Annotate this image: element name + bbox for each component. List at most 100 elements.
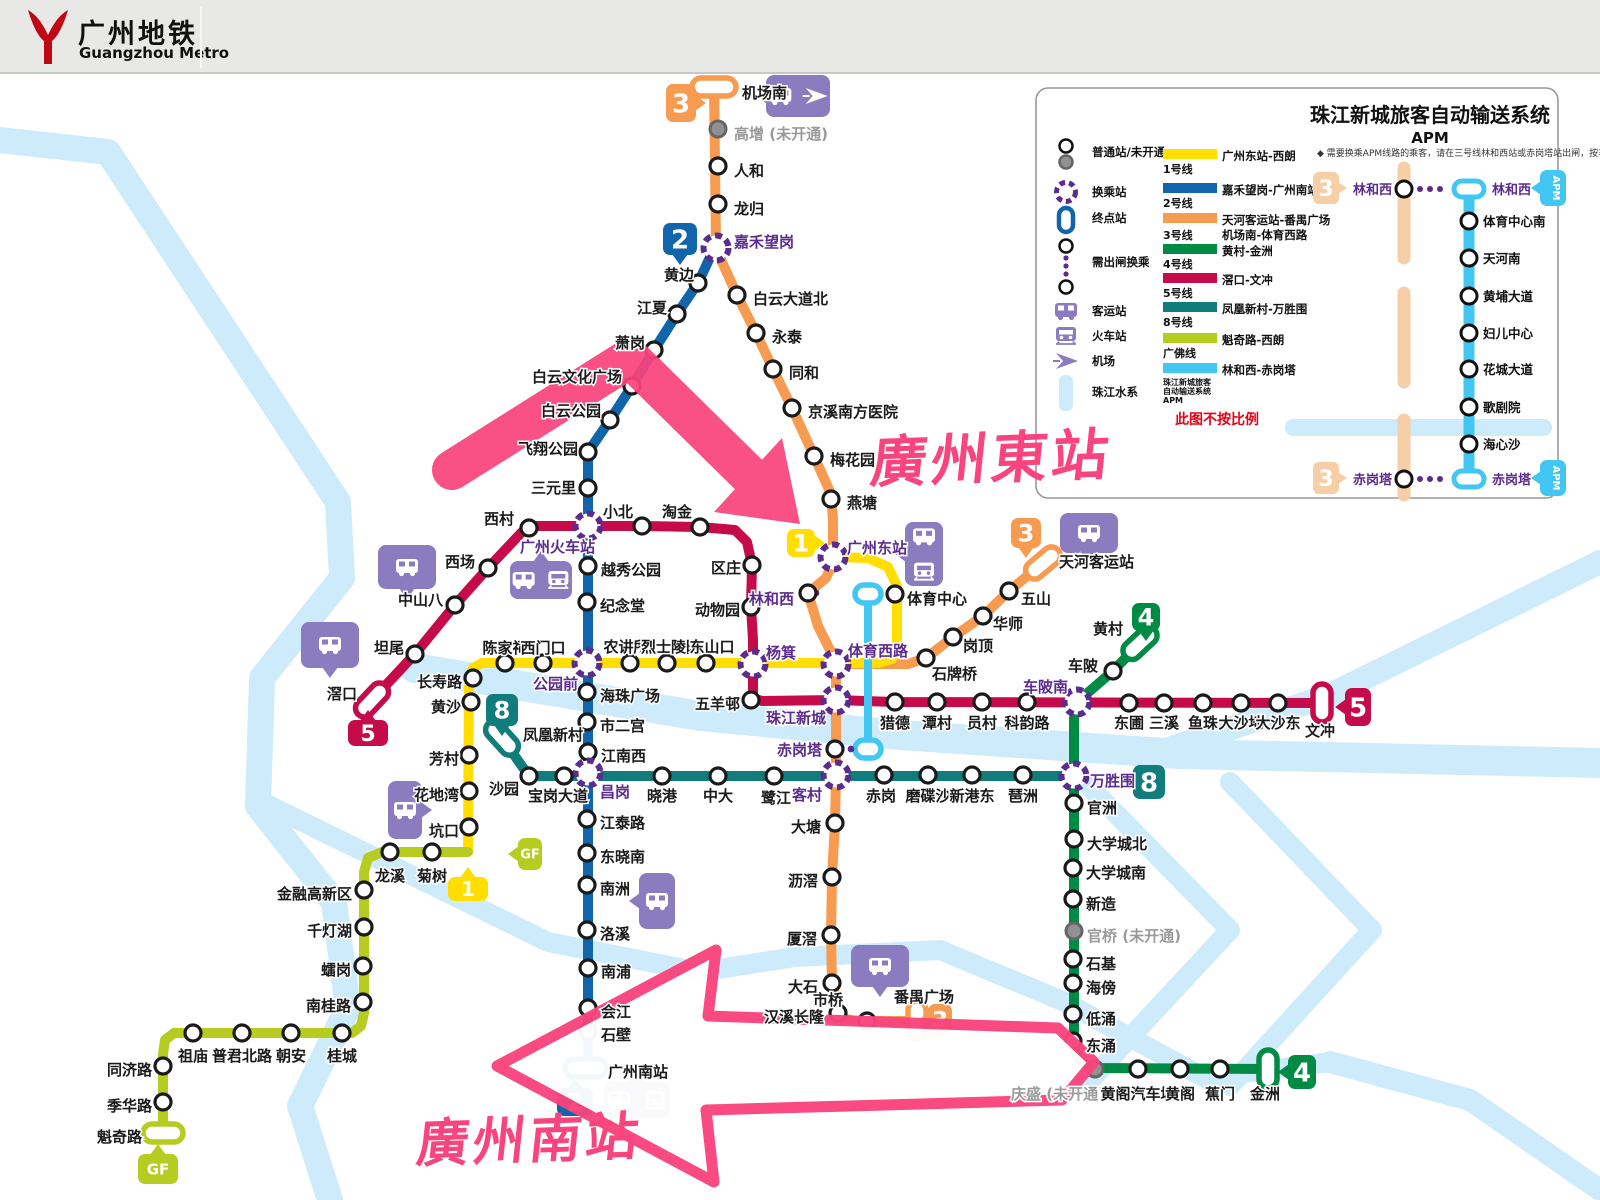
legend-text: 自动输送系统 xyxy=(1163,386,1211,396)
station-dot xyxy=(533,653,553,673)
station-dot xyxy=(463,668,483,688)
station-label: 林和西 xyxy=(749,590,794,608)
station-label: 京溪南方医院 xyxy=(808,403,898,421)
station-label: 蕉门 xyxy=(1205,1085,1235,1103)
legend-text: 妇儿中心 xyxy=(1482,326,1534,341)
transfer-station-dot xyxy=(572,510,604,542)
station-label: 西场 xyxy=(445,553,475,571)
station-dot xyxy=(380,842,400,862)
station-label: 石牌桥 xyxy=(931,665,978,683)
station-dot xyxy=(667,304,687,324)
station-label: 猎德 xyxy=(880,714,910,732)
station-label: 芳村 xyxy=(429,750,459,768)
station-label: 番禺广场 xyxy=(893,988,954,1006)
station-label: 三溪 xyxy=(1149,714,1180,732)
legend-text: 终点站 xyxy=(1092,211,1127,225)
station-dot xyxy=(1063,949,1083,969)
legend-text: 广佛线 xyxy=(1163,346,1196,360)
station-label: 大沙地 xyxy=(1218,714,1263,732)
station-dot xyxy=(927,692,947,712)
station-label: 海珠广场 xyxy=(600,687,660,705)
station-dot xyxy=(696,653,716,673)
station-dot xyxy=(1128,1059,1148,1079)
station-label: 同济路 xyxy=(107,1061,153,1079)
station-dot xyxy=(332,1023,352,1043)
station-dot xyxy=(688,273,708,293)
transfer-station-dot xyxy=(817,541,849,573)
line-number-badge-5: 5 xyxy=(348,710,388,747)
station-label: 南洲 xyxy=(600,880,630,898)
annotation-arrow-south xyxy=(491,944,1100,1188)
station-dot xyxy=(999,581,1019,601)
station-dot xyxy=(690,517,710,537)
transfer-station-dot xyxy=(1058,760,1090,792)
station-label: 中山八 xyxy=(398,591,444,609)
unopened-station-dot xyxy=(708,119,728,139)
line-number-badge-GF: GF xyxy=(508,838,542,870)
station-label: 桂城 xyxy=(326,1047,357,1065)
station-label: 机场南 xyxy=(742,84,787,102)
river xyxy=(400,653,1600,778)
line-gf xyxy=(158,847,473,1138)
station-label: 晓港 xyxy=(647,787,678,805)
line-number-badge-1: 1 xyxy=(448,867,488,901)
station-label: 厦滘 xyxy=(787,930,817,948)
station-dot xyxy=(578,442,598,462)
legend-text: 赤岗塔 xyxy=(1492,472,1532,488)
station-label: 燕塘 xyxy=(847,494,877,512)
station-label: 梅花园 xyxy=(830,451,875,469)
legend-text: 2号线 xyxy=(1163,196,1193,210)
station-dot xyxy=(962,765,982,785)
facility-badge-bus-train xyxy=(510,551,572,599)
station-dot xyxy=(578,478,598,498)
facility-badge-bus xyxy=(851,945,909,997)
legend-text: 机场 xyxy=(1092,354,1115,368)
station-label: 五羊邨 xyxy=(695,695,740,713)
station-label: 长寿路 xyxy=(417,673,463,691)
station-label: 坑口 xyxy=(429,822,459,840)
station-label: 菊树 xyxy=(417,867,447,885)
station-dot xyxy=(153,1056,173,1076)
station-dot xyxy=(578,958,598,978)
legend-text: 珠江水系 xyxy=(1092,385,1138,399)
station-label: 赤岗塔 xyxy=(777,741,823,759)
station-label: 汉溪长隆 xyxy=(764,1008,825,1026)
svg-text:8: 8 xyxy=(1140,768,1158,798)
station-label: 白云大道北 xyxy=(753,290,828,308)
header-divider xyxy=(200,6,202,68)
terminal-station xyxy=(689,75,739,99)
logo-chinese-name: 广州地铁 xyxy=(78,19,198,50)
station-dot xyxy=(804,446,824,466)
gate-transfer-dot xyxy=(847,745,855,753)
station-label: 同和 xyxy=(789,364,819,382)
station-label: 季华路 xyxy=(107,1097,153,1115)
station-dot xyxy=(1119,693,1139,713)
station-label: 动物园 xyxy=(695,601,740,619)
legend-text: 机场南-体育西路 xyxy=(1222,228,1308,242)
transfer-station-dot xyxy=(1061,686,1093,718)
station-dot xyxy=(764,766,784,786)
station-label: 沥滘 xyxy=(788,872,818,890)
station-dot xyxy=(885,692,905,712)
transfer-station-dot xyxy=(700,232,732,264)
terminal-station xyxy=(1310,681,1334,725)
legend-text: 客运站 xyxy=(1091,304,1127,318)
station-label: 西门口 xyxy=(520,639,565,657)
legend-text: 需出闸换乘 xyxy=(1092,255,1150,269)
station-dot xyxy=(885,584,905,604)
line-number-badge-4: 4 xyxy=(1278,1055,1316,1089)
legend-text: 珠江新城旅客自动输送系统 xyxy=(1310,103,1550,127)
station-label: 车陂南 xyxy=(1023,678,1068,696)
station-label: 华师 xyxy=(993,615,1023,633)
station-dot xyxy=(1063,1004,1083,1024)
handwritten-label-guangzhou-south-station: 廣州南站 xyxy=(413,1107,646,1175)
handwritten-label-guangzhou-east-station: 廣州東站 xyxy=(867,422,1116,497)
station-label: 市二宫 xyxy=(600,717,645,735)
station-label: 鹭江 xyxy=(761,789,791,807)
station-dot xyxy=(422,842,442,862)
station-label: 大石 xyxy=(788,978,818,996)
svg-text:5: 5 xyxy=(1349,693,1367,723)
station-label: 洛溪 xyxy=(600,925,631,943)
station-label: 坦尾 xyxy=(374,639,404,657)
